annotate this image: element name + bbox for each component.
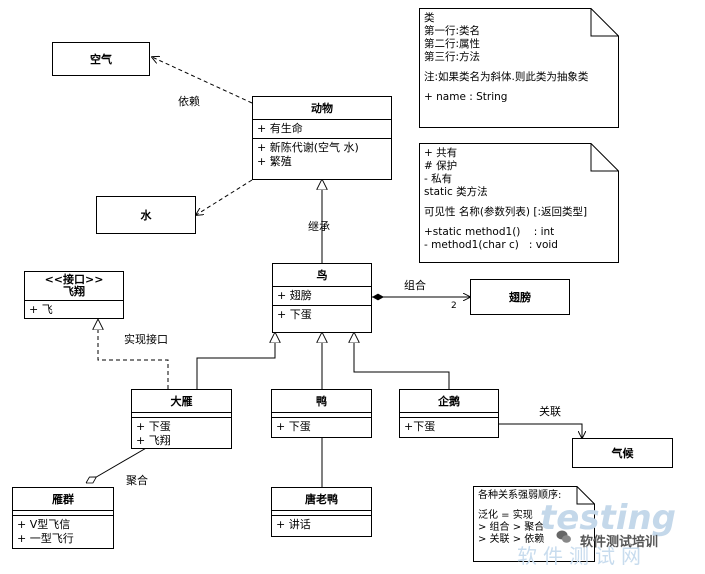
interface-fly-header: <<接口>> 飞翔 <box>25 272 123 301</box>
visibility-note-line-3: static 类方法 <box>424 186 488 198</box>
class-penguin-method-0: +下蛋 <box>404 420 436 433</box>
realization-label: 实现接口 <box>124 333 168 346</box>
relations-note-line-0: 各种关系强弱顺序: <box>478 490 562 501</box>
class-animal-attributes: + 有生命 <box>253 120 391 138</box>
class-water-name: 水 <box>140 209 152 222</box>
composition-label: 组合 <box>404 279 426 292</box>
visibility-note-line-2: - 私有 <box>424 173 453 185</box>
visibility-note-shape <box>419 143 619 263</box>
class-bird[interactable]: 鸟 + 翅膀 + 下蛋 <box>272 263 372 333</box>
interface-fly-stereotype: <<接口>> <box>44 273 104 286</box>
inheritance-goose-bird-line <box>196 333 275 389</box>
relations-note: 各种关系强弱顺序: 泛化 = 实现 > 组合 > 聚合 > 关联 > 依赖 <box>478 490 561 546</box>
class-air-name: 空气 <box>90 53 112 66</box>
class-goose-name: 大雁 <box>132 390 231 413</box>
class-bird-method-0: + 下蛋 <box>277 308 312 321</box>
class-penguin-name: 企鹅 <box>400 390 498 413</box>
class-wing[interactable]: 翅膀 <box>470 279 570 315</box>
class-wing-name: 翅膀 <box>509 291 531 304</box>
class-note-shape <box>419 8 619 128</box>
class-animal-attr-0: + 有生命 <box>257 122 303 135</box>
visibility-note-line-1: # 保护 <box>424 160 458 172</box>
class-climate[interactable]: 气候 <box>572 438 673 468</box>
dependency-air-line <box>152 57 253 104</box>
class-animal-methods: + 新陈代谢(空气 水) + 繁殖 <box>253 138 391 171</box>
visibility-note-line-0: + 共有 <box>424 147 458 159</box>
class-animal-method-1: + 繁殖 <box>257 155 292 168</box>
class-duck[interactable]: 鸭 + 下蛋 <box>271 389 372 438</box>
class-duck-methods: + 下蛋 <box>272 417 371 436</box>
class-animal-name: 动物 <box>253 97 391 120</box>
class-note-line-0: 类 <box>424 12 435 24</box>
composition-multiplicity: 2 <box>451 301 457 311</box>
class-goose-method-0: + 下蛋 <box>136 420 171 433</box>
class-goose-flock[interactable]: 雁群 + V型飞信 + 一型飞行 <box>12 487 114 549</box>
interface-fly-name: 飞翔 <box>63 285 85 298</box>
aggregation-label: 聚合 <box>126 474 148 487</box>
interface-fly-method-0: + 飞 <box>29 303 53 316</box>
visibility-note-line-7: +static method1() : int <box>424 226 555 238</box>
association-label: 关联 <box>539 405 561 418</box>
class-goose-flock-methods: + V型飞信 + 一型飞行 <box>13 515 113 548</box>
class-donald-method-0: + 讲话 <box>276 518 311 531</box>
class-note: 类 第一行:类名 第二行:属性 第三行:方法 注:如果类名为斜体.则此类为抽象类… <box>424 12 588 104</box>
class-goose-flock-method-1: + 一型飞行 <box>17 532 74 545</box>
class-note-line-5: 注:如果类名为斜体.则此类为抽象类 <box>424 71 589 83</box>
dependency-label: 依赖 <box>178 95 200 108</box>
class-duck-method-0: + 下蛋 <box>276 420 311 433</box>
class-bird-attr-0: + 翅膀 <box>277 289 312 302</box>
class-goose[interactable]: 大雁 + 下蛋 + 飞翔 <box>131 389 232 449</box>
class-note-line-3: 第三行:方法 <box>424 51 481 63</box>
class-note-line-1: 第一行:类名 <box>424 25 481 37</box>
relations-note-line-2: 泛化 = 实现 <box>478 510 533 521</box>
class-goose-methods: + 下蛋 + 飞翔 <box>132 417 231 450</box>
inheritance-label: 继承 <box>308 220 330 233</box>
class-climate-name: 气候 <box>611 447 634 460</box>
visibility-note: + 共有 # 保护 - 私有 static 类方法 可见性 名称(参数列表) [… <box>424 147 587 252</box>
class-water[interactable]: 水 <box>96 196 196 234</box>
class-animal-method-0: + 新陈代谢(空气 水) <box>257 141 359 154</box>
class-goose-flock-method-0: + V型飞信 <box>17 518 71 531</box>
inheritance-penguin-bird-line <box>354 333 450 389</box>
class-animal[interactable]: 动物 + 有生命 + 新陈代谢(空气 水) + 繁殖 <box>252 96 392 180</box>
visibility-note-line-8: - method1(char c) : void <box>424 239 558 251</box>
class-donald-methods: + 讲话 <box>272 515 371 534</box>
class-bird-name: 鸟 <box>273 264 371 287</box>
dependency-water-line <box>196 179 253 215</box>
class-note-line-2: 第二行:属性 <box>424 38 481 50</box>
class-penguin-methods: +下蛋 <box>400 417 498 436</box>
interface-fly-methods: + 飞 <box>25 301 123 319</box>
watermark-sub: 软件测试网 <box>517 544 647 568</box>
association-penguin-climate-line <box>498 423 582 438</box>
watermark-brand: 软件测试培训 <box>580 535 659 550</box>
class-donald-name: 唐老鸭 <box>272 488 371 511</box>
realization-goose-fly-line <box>98 320 169 389</box>
class-note-line-7: + name : String <box>424 91 508 103</box>
class-bird-attributes: + 翅膀 <box>273 287 371 305</box>
class-duck-name: 鸭 <box>272 390 371 413</box>
class-air[interactable]: 空气 <box>52 42 150 76</box>
relations-note-line-3: > 组合 > 聚合 <box>478 522 545 533</box>
relations-note-shape <box>473 486 595 562</box>
class-donald[interactable]: 唐老鸭 + 讲话 <box>271 487 372 537</box>
wechat-icon <box>556 530 571 543</box>
interface-fly[interactable]: <<接口>> 飞翔 + 飞 <box>24 271 124 319</box>
class-goose-method-1: + 飞翔 <box>136 434 171 447</box>
class-bird-methods: + 下蛋 <box>273 305 371 324</box>
visibility-note-line-5: 可见性 名称(参数列表) [:返回类型] <box>424 206 588 218</box>
class-goose-flock-name: 雁群 <box>13 488 113 511</box>
relations-note-line-4: > 关联 > 依赖 <box>478 534 545 545</box>
class-penguin[interactable]: 企鹅 +下蛋 <box>399 389 499 438</box>
